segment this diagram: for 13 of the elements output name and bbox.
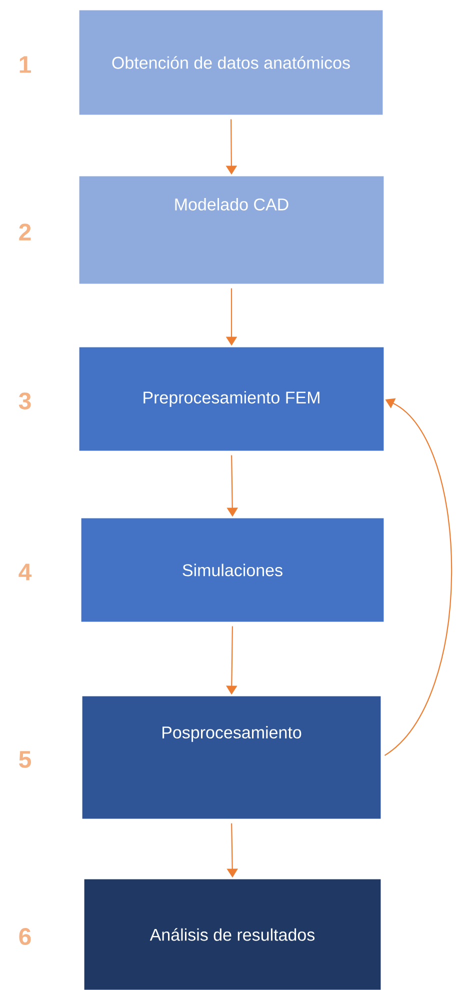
process-box: Análisis de resultados [84, 878, 382, 990]
step-number: 6 [19, 928, 31, 945]
process-box: Posprocesamiento [82, 696, 382, 820]
process-box: Obtención de datos anatómicos [78, 10, 384, 116]
process-box: Simulaciones [80, 518, 384, 622]
process-box: Modelado CAD [78, 176, 384, 284]
step-number: 3 [18, 392, 31, 410]
arrow [384, 398, 452, 756]
process-box: Preprocesamiento FEM [78, 346, 384, 452]
step-number: 2 [19, 224, 31, 240]
step-number: 1 [20, 56, 31, 73]
step-number: 5 [19, 751, 31, 768]
step-number: 4 [18, 564, 32, 580]
